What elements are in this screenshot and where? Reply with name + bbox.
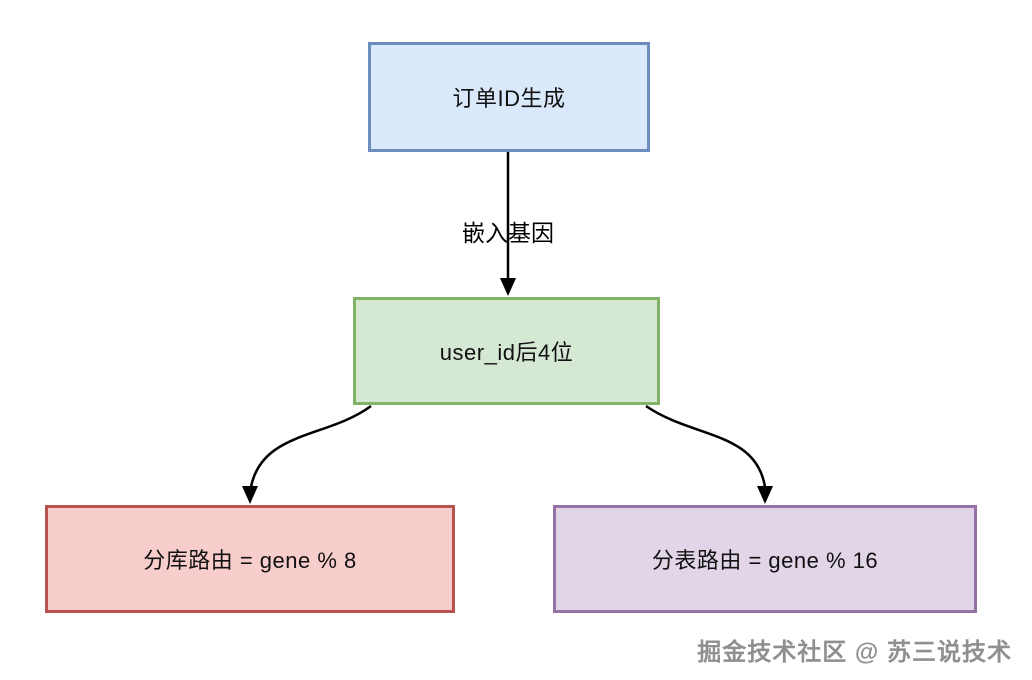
node-order-id-label: 订单ID生成 bbox=[452, 86, 566, 111]
node-order-id-generate: 订单ID生成 bbox=[368, 42, 650, 152]
arrow-embed-gene bbox=[500, 152, 516, 296]
node-db-route-label: 分库路由 = gene % 8 bbox=[143, 548, 357, 573]
edge-label-embed-gene: 嵌入基因 bbox=[462, 220, 554, 246]
node-user-id-label: user_id后4位 bbox=[439, 340, 574, 365]
node-table-route: 分表路由 = gene % 16 bbox=[553, 505, 977, 613]
node-db-route: 分库路由 = gene % 8 bbox=[45, 505, 455, 613]
arrow-db-route bbox=[242, 404, 372, 504]
node-table-route-label: 分表路由 = gene % 16 bbox=[651, 548, 879, 573]
watermark: 掘金技术社区 @ 苏三说技术 bbox=[697, 639, 1012, 666]
arrow-table-route bbox=[645, 404, 773, 504]
node-user-id-last4: user_id后4位 bbox=[353, 297, 660, 405]
